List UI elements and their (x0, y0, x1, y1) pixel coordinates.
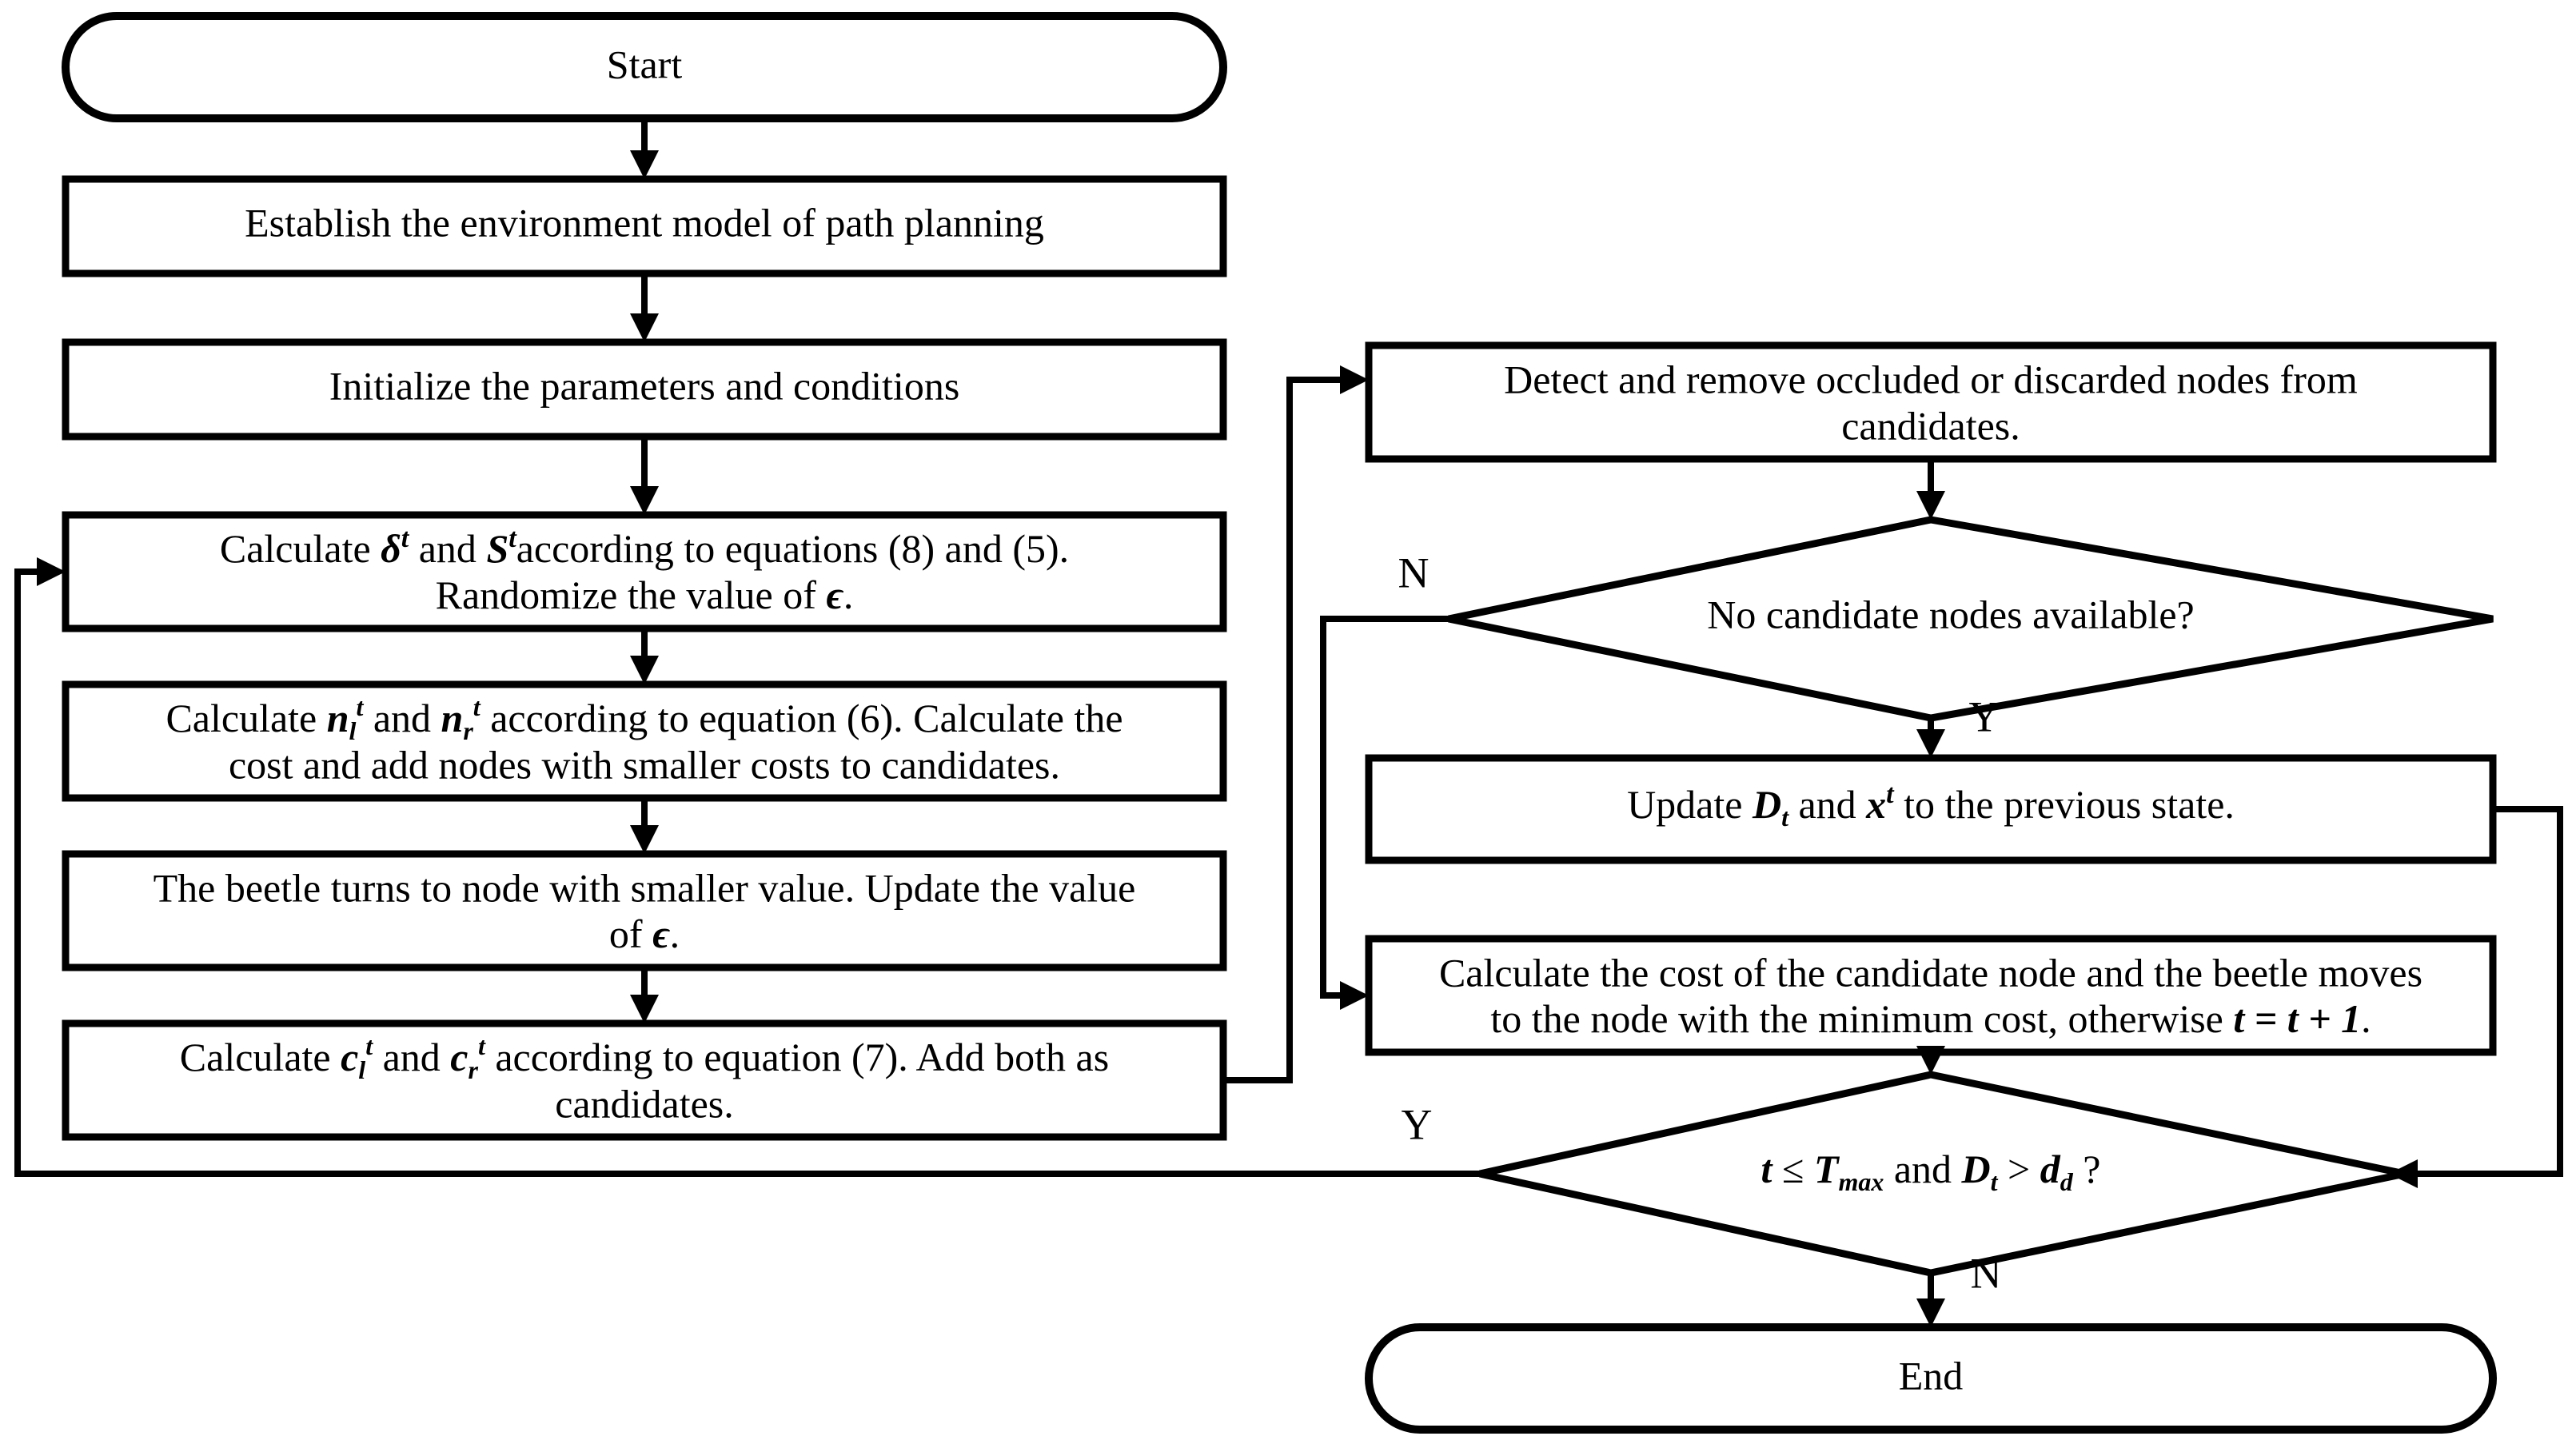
loop-cond-label: t ≤ Tmax and Dt > dd ? (1761, 1147, 2101, 1196)
update-dt-label: Update Dt and xt to the previous state. (1627, 780, 2235, 832)
edge-loopcond-n-to-end (1916, 1273, 1945, 1327)
node-beetle-turns[interactable]: The beetle turns to node with smaller va… (62, 850, 1227, 971)
detect-remove-box-shape (1365, 341, 2497, 463)
initialize-label: Initialize the parameters and conditions (329, 363, 960, 408)
node-calc-delta[interactable]: Calculate δt and Staccording to equation… (62, 511, 1227, 632)
start-label: Start (607, 42, 683, 86)
beetle-turns-line2: of ϵ. (609, 911, 680, 956)
node-initialize[interactable]: Initialize the parameters and conditions (62, 338, 1227, 441)
calc-c-line2: candidates. (555, 1081, 734, 1126)
calc-cost-move-box-shape (1365, 935, 2497, 1056)
edge-label-no-candidates-n: N (1398, 548, 1430, 596)
detect-remove-line1: Detect and remove occluded or discarded … (1504, 357, 2358, 401)
no-candidates-label: No candidate nodes available? (1707, 592, 2194, 636)
edge-label-loop-cond-n: N (1971, 1249, 2002, 1297)
calc-n-line1: Calculate nlt and nrt according to equat… (165, 692, 1123, 745)
calc-n-line2: cost and add nodes with smaller costs to… (229, 742, 1060, 787)
initialize-box-shape (62, 338, 1227, 441)
calc-c-box-shape (62, 1019, 1227, 1141)
node-start[interactable]: Start (62, 12, 1227, 122)
edge-start-to-establish (630, 118, 659, 179)
node-detect-remove[interactable]: Detect and remove occluded or discarded … (1365, 341, 2497, 463)
edge-calcdelta-to-calcn (630, 628, 659, 684)
edge-initialize-to-calcdelta (630, 437, 659, 515)
end-terminator-shape (1365, 1323, 2497, 1434)
edge-nocandidates-n-to-calccostmove (1320, 616, 1449, 1010)
edge-detect-to-nocandidates (1916, 459, 1945, 520)
end-label: End (1899, 1353, 1964, 1398)
calc-delta-line1: Calculate δt and Staccording to equation… (220, 524, 1069, 572)
calc-cost-move-line1: Calculate the cost of the candidate node… (1439, 950, 2422, 995)
edge-establish-to-initialize (630, 273, 659, 342)
calc-c-line1: Calculate clt and crt according to equat… (180, 1031, 1109, 1084)
node-update-dt[interactable]: Update Dt and xt to the previous state. (1365, 754, 2497, 864)
edge-label-loop-cond-y: Y (1402, 1100, 1433, 1148)
calc-delta-box-shape (62, 511, 1227, 632)
beetle-turns-line1: The beetle turns to node with smaller va… (154, 865, 1136, 910)
establish-box-shape (62, 175, 1227, 277)
node-establish[interactable]: Establish the environment model of path … (62, 175, 1227, 277)
calc-cost-move-line2: to the node with the minimum cost, other… (1490, 996, 2371, 1041)
node-end[interactable]: End (1365, 1323, 2497, 1434)
node-loop-cond[interactable]: t ≤ Tmax and Dt > dd ? (1479, 1071, 2406, 1277)
calc-delta-line2: Randomize the value of ϵ. (436, 572, 854, 617)
edge-loopcond-y-to-calcdelta (14, 557, 1480, 1177)
node-calc-cost-move[interactable]: Calculate the cost of the candidate node… (1365, 935, 2497, 1056)
edge-calcn-to-beetle (630, 798, 659, 854)
establish-label: Establish the environment model of path … (245, 200, 1044, 245)
edge-calccostmove-to-loopcond (1916, 1046, 1945, 1075)
node-no-candidates[interactable]: No candidate nodes available? (1448, 516, 2494, 722)
edge-beetle-to-calcc (630, 967, 659, 1023)
node-calc-c[interactable]: Calculate clt and crt according to equat… (62, 1019, 1227, 1141)
node-calc-n[interactable]: Calculate nlt and nrt according to equat… (62, 680, 1227, 802)
edge-calcc-to-detect (1223, 365, 1369, 1083)
edge-label-no-candidates-y: Y (1969, 692, 2000, 740)
edge-nocandidates-y-to-updatedt (1916, 718, 1945, 758)
detect-remove-line2: candidates. (1841, 403, 2020, 448)
